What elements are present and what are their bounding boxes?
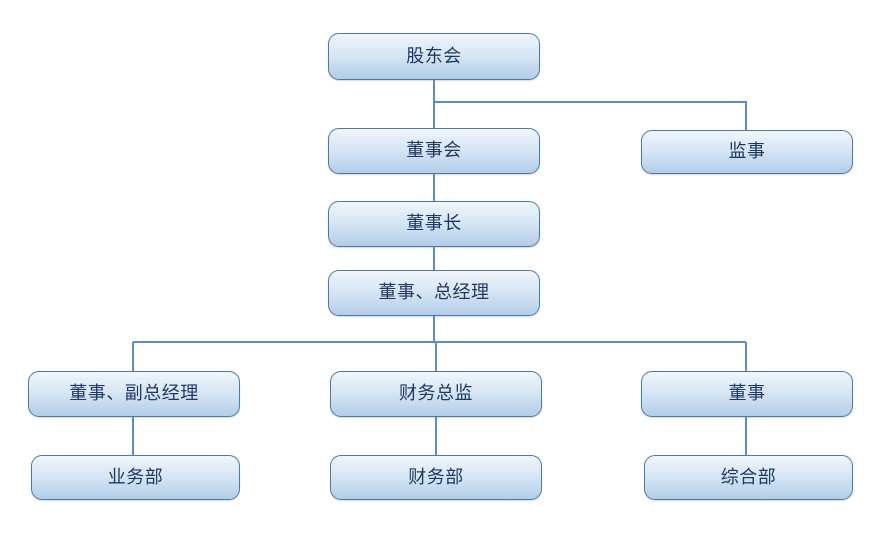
node-label-general-manager: 董事、总经理 [378,282,490,303]
node-general-manager[interactable]: 董事、总经理 [328,270,540,316]
node-shareholders[interactable]: 股东会 [328,33,540,80]
node-board[interactable]: 董事会 [328,128,540,174]
node-label-general-affairs-department: 综合部 [720,466,777,488]
node-label-shareholders: 股东会 [406,45,462,67]
node-cfo[interactable]: 财务总监 [330,371,542,417]
node-business-department[interactable]: 业务部 [31,455,240,500]
node-supervisor[interactable]: 监事 [641,130,853,174]
node-finance-department[interactable]: 财务部 [330,455,542,500]
node-label-chairman: 董事长 [406,213,462,234]
node-general-affairs-department[interactable]: 综合部 [644,455,853,500]
node-deputy-general-manager[interactable]: 董事、副总经理 [28,371,240,417]
node-label-deputy-general-manager: 董事、副总经理 [69,383,199,404]
node-label-cfo: 财务总监 [399,383,473,404]
node-label-supervisor: 监事 [728,141,766,162]
node-label-business-department: 业务部 [107,466,164,488]
node-chairman[interactable]: 董事长 [328,201,540,247]
edge-shareholders-supervisor [434,101,747,130]
node-director[interactable]: 董事 [641,371,853,417]
node-label-board: 董事会 [406,140,462,161]
node-label-director: 董事 [728,383,766,404]
node-label-finance-department: 财务部 [408,466,464,488]
